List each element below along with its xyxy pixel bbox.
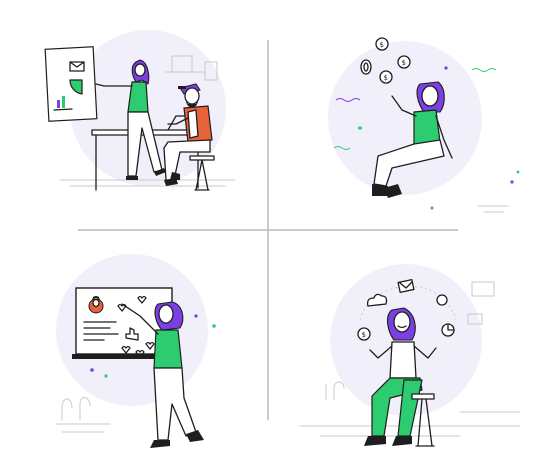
- coin-label: $: [402, 59, 406, 67]
- heart-icon: [145, 341, 155, 350]
- divider-lines: [78, 40, 458, 420]
- chat-icon: [436, 294, 448, 306]
- woman-pointing: [121, 301, 204, 448]
- man-seated: [163, 83, 213, 186]
- dollar-coin-icon: $: [357, 327, 371, 341]
- thumbs-up-icon: [125, 327, 139, 341]
- laptop: [167, 115, 189, 131]
- cloud-icon: [366, 293, 388, 307]
- coin-label: $: [380, 41, 384, 49]
- heart-icon: [117, 303, 127, 312]
- background-doodles-2: [333, 66, 520, 213]
- woman-presenting: [95, 59, 166, 180]
- dollar-coin-icon: $: [397, 55, 411, 69]
- coin-label: $: [362, 331, 366, 339]
- scene-coins: $ $ $: [328, 37, 520, 213]
- pie-chart-icon: [441, 323, 455, 337]
- dollar-coin-icon: [360, 59, 372, 75]
- scene-presentation: [44, 30, 236, 191]
- heart-icon: [137, 295, 147, 304]
- coin-label: $: [384, 74, 388, 82]
- heart-icon: [121, 345, 131, 354]
- whiteboard: [44, 46, 98, 122]
- stool: [189, 155, 215, 191]
- heart-icon: [135, 349, 145, 358]
- scene-social-screen: [55, 254, 216, 448]
- stool: [411, 393, 435, 447]
- woman-juggling-coins: [372, 81, 453, 198]
- envelope-icon: [397, 279, 415, 293]
- scene-juggling-icons: $: [299, 264, 521, 447]
- dollar-coin-icon: $: [379, 70, 393, 84]
- bar-icon: [57, 100, 60, 108]
- dollar-coin-icon: $: [375, 37, 389, 51]
- pie-chart-icon: [69, 79, 83, 95]
- background-doodles-3: [55, 314, 216, 433]
